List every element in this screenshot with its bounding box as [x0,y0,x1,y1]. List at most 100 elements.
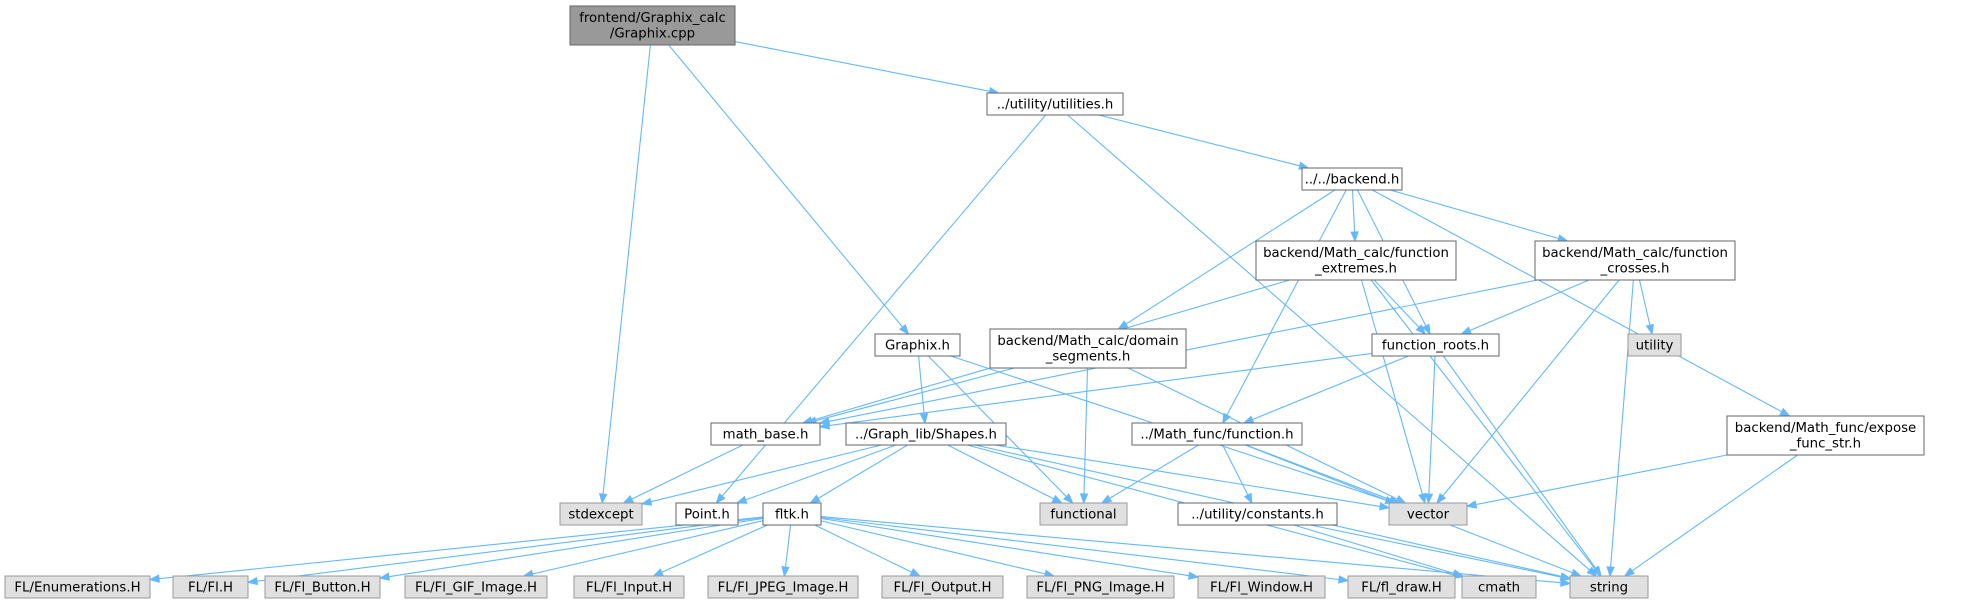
node-graphix-h[interactable]: Graphix.h [874,333,961,357]
edge-arrowhead [640,497,653,506]
node-label: Graphix.h [885,338,950,353]
node-label: backend/Math_calc/function [1263,246,1449,261]
node-box [569,5,736,46]
edge-arrowhead [1623,567,1635,577]
node-utility: utility [1627,333,1682,357]
node-point-h[interactable]: Point.h [675,502,739,526]
node-label: utility [1636,338,1674,353]
edge-line [661,524,768,573]
edge-line [820,520,1046,575]
node-label: _segments.h [1045,350,1131,365]
edge-function_roots_h-to-string [1442,355,1602,578]
edge-backend_h-to-expose_func_str_h [1372,189,1791,417]
node-func-crosses-h[interactable]: backend/Math_calc/function_crosses.h [1534,240,1736,281]
edge-func_crosses_h-to-vector [1436,279,1620,505]
node-box [573,575,685,599]
edge-arrowhead [1418,492,1427,505]
node-label: cmath [1478,580,1520,595]
node-fltk-h[interactable]: fltk.h [762,502,822,526]
node-string: string [1569,575,1649,599]
edge-arrowhead [1559,572,1572,582]
edge-arrowhead [1645,323,1654,336]
node-box [986,92,1124,116]
node-math-base-h[interactable]: math_base.h [710,422,821,446]
node-label: _func_str.h [1789,437,1861,452]
node-fl-png-image-h: FL/Fl_PNG_Image.H [1026,575,1175,599]
edge-arrowhead [1421,323,1431,336]
node-label: vector [1407,507,1450,522]
node-box [1197,575,1326,599]
node-function-roots-h[interactable]: function_roots.h [1371,333,1500,357]
node-label: Point.h [684,507,730,522]
edge-func_crosses_h-to-string [1606,279,1634,578]
edge-line [1372,189,1782,413]
node-domain-segments-h[interactable]: backend/Math_calc/domain_segments.h [989,328,1187,369]
edge-line [1390,189,1559,240]
edge-func_extremes_h-to-vector [1360,279,1427,505]
node-label: ../utility/utilities.h [997,97,1114,112]
node-box [1301,167,1403,191]
edge-line [828,352,1373,427]
node-expose-func-str-h[interactable]: backend/Math_func/expose_func_str.h [1726,415,1925,456]
edge-fltk_h-to-fl_jpeg_image_h [781,524,792,578]
edge-shapes_h-to-vector [994,444,1391,511]
node-label: _extremes.h [1314,262,1397,277]
edge-line [1610,279,1634,568]
node-box [1534,240,1736,281]
node-fl-button-h: FL/Fl_Button.H [264,575,381,599]
edge-fltk_h-to-fl_window_h [820,517,1200,580]
edge-arrowhead [148,574,160,583]
edge-backend_h-to-domain_segments_h [1117,189,1336,330]
edge-line [947,444,1055,500]
node-box [1255,240,1457,281]
edge-arrowhead [1606,566,1615,578]
node-label: FL/Fl_JPEG_Image.H [718,580,849,595]
edge-arrowhead [1100,494,1113,504]
node-label: FL/Fl_GIF_Image.H [415,580,537,595]
node-label: FL/Fl_Button.H [274,580,370,595]
node-box [881,575,1004,599]
edge-arrowhead [1188,571,1200,580]
node-graphix-cpp[interactable]: frontend/Graphix_calc/Graphix.cpp [569,5,736,46]
edge-arrowhead [715,493,726,505]
edge-arrowhead [1424,493,1434,505]
node-label: FL/fl_draw.H [1361,580,1442,595]
node-box [1177,502,1338,526]
edge-line [532,520,764,575]
node-box [1461,575,1537,599]
node-func-extremes-h[interactable]: backend/Math_calc/function_extremes.h [1255,240,1457,281]
node-label: FL/Fl_Window.H [1210,580,1313,595]
node-fl-draw-h: FL/fl_draw.H [1347,575,1456,599]
edge-graphix_cpp-to-graphix_h [668,44,910,336]
node-box [559,502,643,526]
edge-line [734,41,990,92]
node-shapes-h[interactable]: ../Graph_lib/Shapes.h [845,422,1007,446]
node-constants-h[interactable]: ../utility/constants.h [1177,502,1338,526]
node-utilities-h[interactable]: ../utility/utilities.h [986,92,1124,116]
node-backend-h[interactable]: ../../backend.h [1301,167,1403,191]
edge-domain_segments_h-to-functional [1079,367,1089,505]
node-box [675,502,739,526]
edge-arrowhead [1378,502,1391,511]
node-box [264,575,381,599]
node-box [1726,415,1925,456]
node-label: math_base.h [723,427,809,442]
node-box [1347,575,1456,599]
edge-line [1098,114,1300,167]
node-fl-gif-image-h: FL/Fl_GIF_Image.H [404,575,548,599]
edge-arrowhead [1465,500,1478,509]
edge-line [1631,454,1798,572]
node-label: backend/Math_calc/domain [997,334,1178,349]
edge-line [388,517,764,578]
node-box [762,502,822,526]
edge-expose_func_str_h-to-vector [1465,454,1728,509]
edge-func_crosses_h-to-utility [1638,279,1654,336]
node-math-func-function-h[interactable]: ../Math_func/function.h [1131,422,1303,446]
edge-arrowhead [1592,565,1602,578]
edge-math_func_function_h-to-functional [1100,444,1199,504]
edge-arrowhead [735,495,748,504]
edge-arrowhead [378,572,390,581]
node-label: FL/Fl.H [188,580,233,595]
edge-line [820,517,1190,577]
